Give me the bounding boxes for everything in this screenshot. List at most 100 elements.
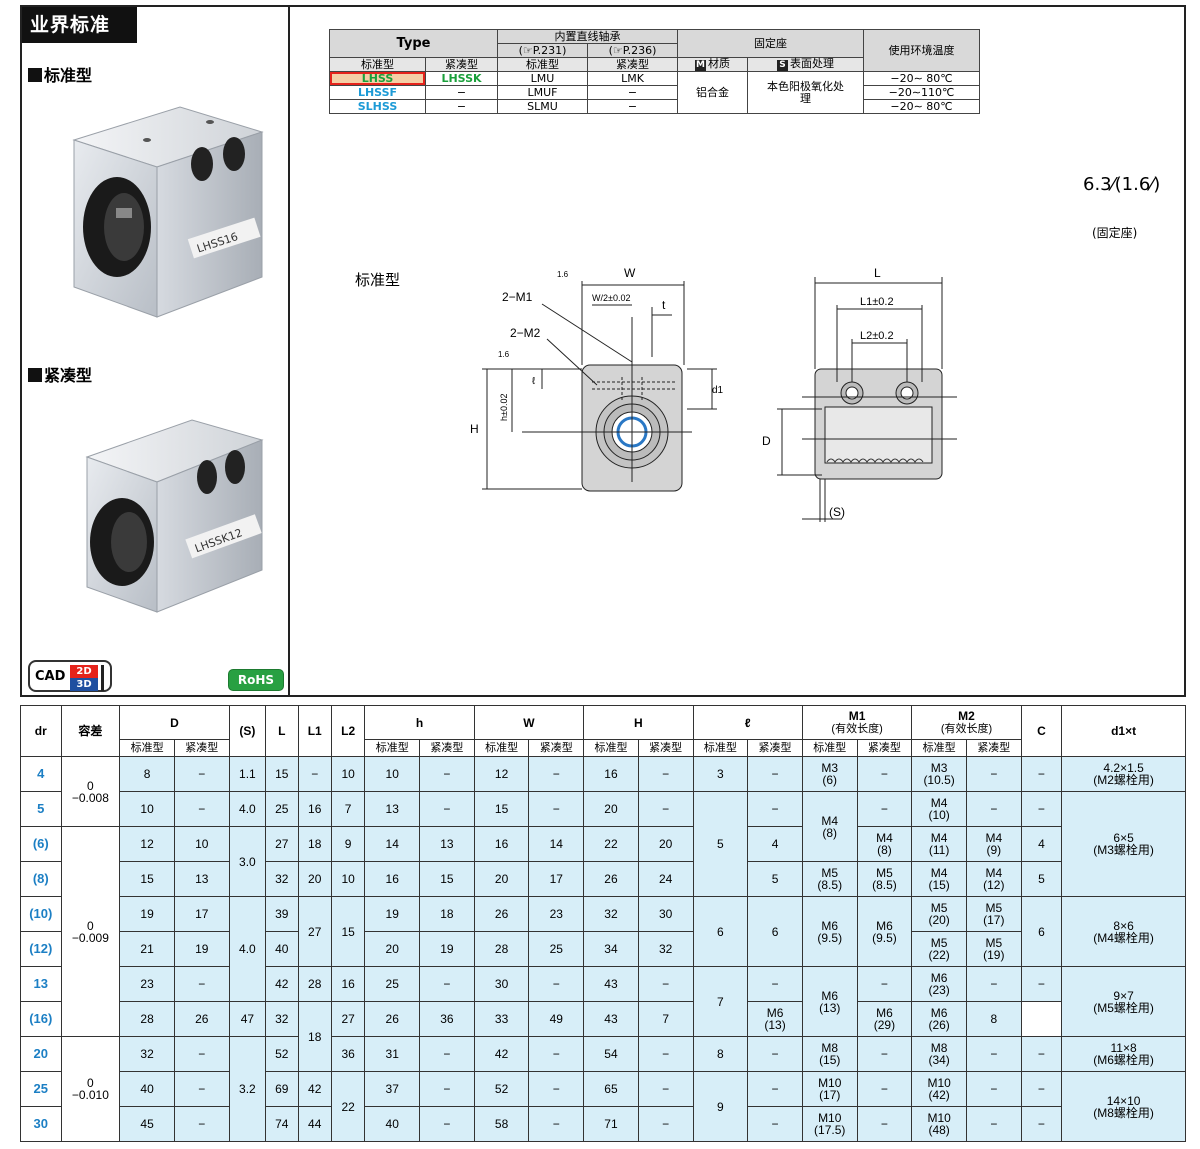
table-cell: 6 xyxy=(1020,896,1063,967)
table-cell: 20 xyxy=(583,791,639,827)
table-cell: M5 (8.5) xyxy=(801,861,858,897)
table-cell: 25 xyxy=(528,931,585,967)
table-cell: (8) xyxy=(20,861,62,897)
table-cell: M3 (10.5) xyxy=(911,756,967,792)
table-cell: 4 xyxy=(747,826,803,862)
table-cell: 20 xyxy=(20,1036,62,1072)
svg-text:W/2±0.02: W/2±0.02 xyxy=(592,293,630,303)
square-bullet-icon xyxy=(28,368,42,382)
table-cell: 3.2 xyxy=(228,1036,267,1142)
svg-text:2−M2: 2−M2 xyxy=(510,326,541,340)
table-cell: 5 xyxy=(1020,861,1063,897)
table-cell: M10 (42) xyxy=(911,1071,967,1107)
svg-text:L1±0.2: L1±0.2 xyxy=(860,296,894,308)
table-cell: D xyxy=(119,705,230,740)
table-cell: 0 −0.008 xyxy=(60,756,121,827)
table-cell: 4 xyxy=(20,756,62,792)
svg-text:W: W xyxy=(624,266,636,280)
table-cell: − xyxy=(528,966,585,1002)
table-cell: −20∼ 80℃ xyxy=(863,99,980,114)
svg-text:d1: d1 xyxy=(712,385,724,396)
rohs-badge: RoHS xyxy=(228,669,284,691)
svg-text:t: t xyxy=(662,298,666,312)
table-cell: − xyxy=(965,1071,1022,1107)
table-cell: − xyxy=(528,791,585,827)
section-title: 业界标准 xyxy=(22,7,137,43)
table-cell: (☞P.236) xyxy=(587,43,678,58)
table-cell: 6 xyxy=(747,896,803,967)
table-cell: M5 (19) xyxy=(965,931,1022,967)
table-cell: M4 (15) xyxy=(911,861,967,897)
table-cell: 7 xyxy=(692,966,749,1037)
table-cell: 42 xyxy=(265,966,299,1002)
table-cell: (6) xyxy=(20,826,62,862)
table-cell: − xyxy=(965,1036,1022,1072)
table-cell: 36 xyxy=(419,1001,475,1037)
top-frame: 业界标准 标准型 LHSS16 xyxy=(20,5,1186,697)
table-cell: 26 xyxy=(583,861,639,897)
table-cell: − xyxy=(173,966,230,1002)
table-cell: 54 xyxy=(583,1036,639,1072)
table-cell: 32 xyxy=(265,1001,299,1037)
table-cell: 标准型 xyxy=(497,57,588,72)
table-cell: 28 xyxy=(297,966,332,1002)
table-cell: − xyxy=(587,99,678,114)
table-row: 4 0 −0.008 8− 1.1 15−10 10− 12− 16− 3− M… xyxy=(20,756,1186,827)
table-cell: 10 xyxy=(173,826,230,862)
table-cell: 39 xyxy=(265,896,299,932)
table-cell: H xyxy=(583,705,694,740)
table-cell: 12 xyxy=(473,756,530,792)
table-cell: 标准型 xyxy=(583,739,639,757)
table-cell: SLMU xyxy=(497,99,588,114)
table-cell: − xyxy=(856,1036,913,1072)
table-cell: 8 xyxy=(692,1036,749,1072)
table-cell: 15 xyxy=(265,756,299,792)
table-cell: M8 (15) xyxy=(801,1036,858,1072)
square-bullet-icon xyxy=(28,68,42,82)
table-cell: − xyxy=(528,756,585,792)
table-cell: h xyxy=(364,705,475,740)
table-cell: − xyxy=(419,756,475,792)
table-cell: 18 xyxy=(297,1001,332,1072)
table-cell: M6 (9.5) xyxy=(856,896,913,967)
svg-text:(S): (S) xyxy=(829,505,845,519)
table-cell: − xyxy=(173,756,230,792)
table-cell: 标准型 xyxy=(911,739,967,757)
table-cell: 71 xyxy=(583,1106,639,1142)
compact-type-heading: 紧凑型 xyxy=(28,362,92,386)
table-cell: 26 xyxy=(173,1001,230,1037)
table-cell: L xyxy=(265,705,299,757)
table-cell: ℓ xyxy=(692,705,803,740)
table-cell: 30 xyxy=(473,966,530,1002)
table-cell: − xyxy=(419,791,475,827)
table-cell: 19 xyxy=(173,931,230,967)
table-cell: − xyxy=(173,1071,230,1107)
svg-text:h±0.02: h±0.02 xyxy=(499,394,509,421)
table-cell: − xyxy=(1020,791,1063,827)
type-lhss[interactable]: LHSS xyxy=(329,71,426,86)
table-cell: 紧凑型 xyxy=(528,739,585,757)
table-cell: 28 xyxy=(473,931,530,967)
svg-text:1.6: 1.6 xyxy=(498,350,510,359)
table-cell: 10 xyxy=(330,756,366,792)
cad-badge: CAD 2D 3D xyxy=(28,660,112,692)
table-cell: − xyxy=(965,756,1022,792)
table-cell: 74 xyxy=(265,1106,299,1142)
table-cell: 5 xyxy=(692,791,749,897)
table-cell: 4 xyxy=(1020,826,1063,862)
table-cell: 58 xyxy=(473,1106,530,1142)
table-cell: − xyxy=(637,1106,694,1142)
table-cell: − xyxy=(528,1106,585,1142)
table-cell: 31 xyxy=(364,1036,421,1072)
table-cell: − xyxy=(1020,966,1063,1002)
table-cell: M5 (17) xyxy=(965,896,1022,932)
table-cell: dr xyxy=(20,705,62,757)
table-cell: 9×7 (M5螺栓用) xyxy=(1061,966,1186,1037)
table-cell: 13 xyxy=(364,791,421,827)
table-cell: 49 xyxy=(528,1001,585,1037)
table-cell: M6 (13) xyxy=(747,1001,803,1037)
table-cell: 33 xyxy=(473,1001,530,1037)
